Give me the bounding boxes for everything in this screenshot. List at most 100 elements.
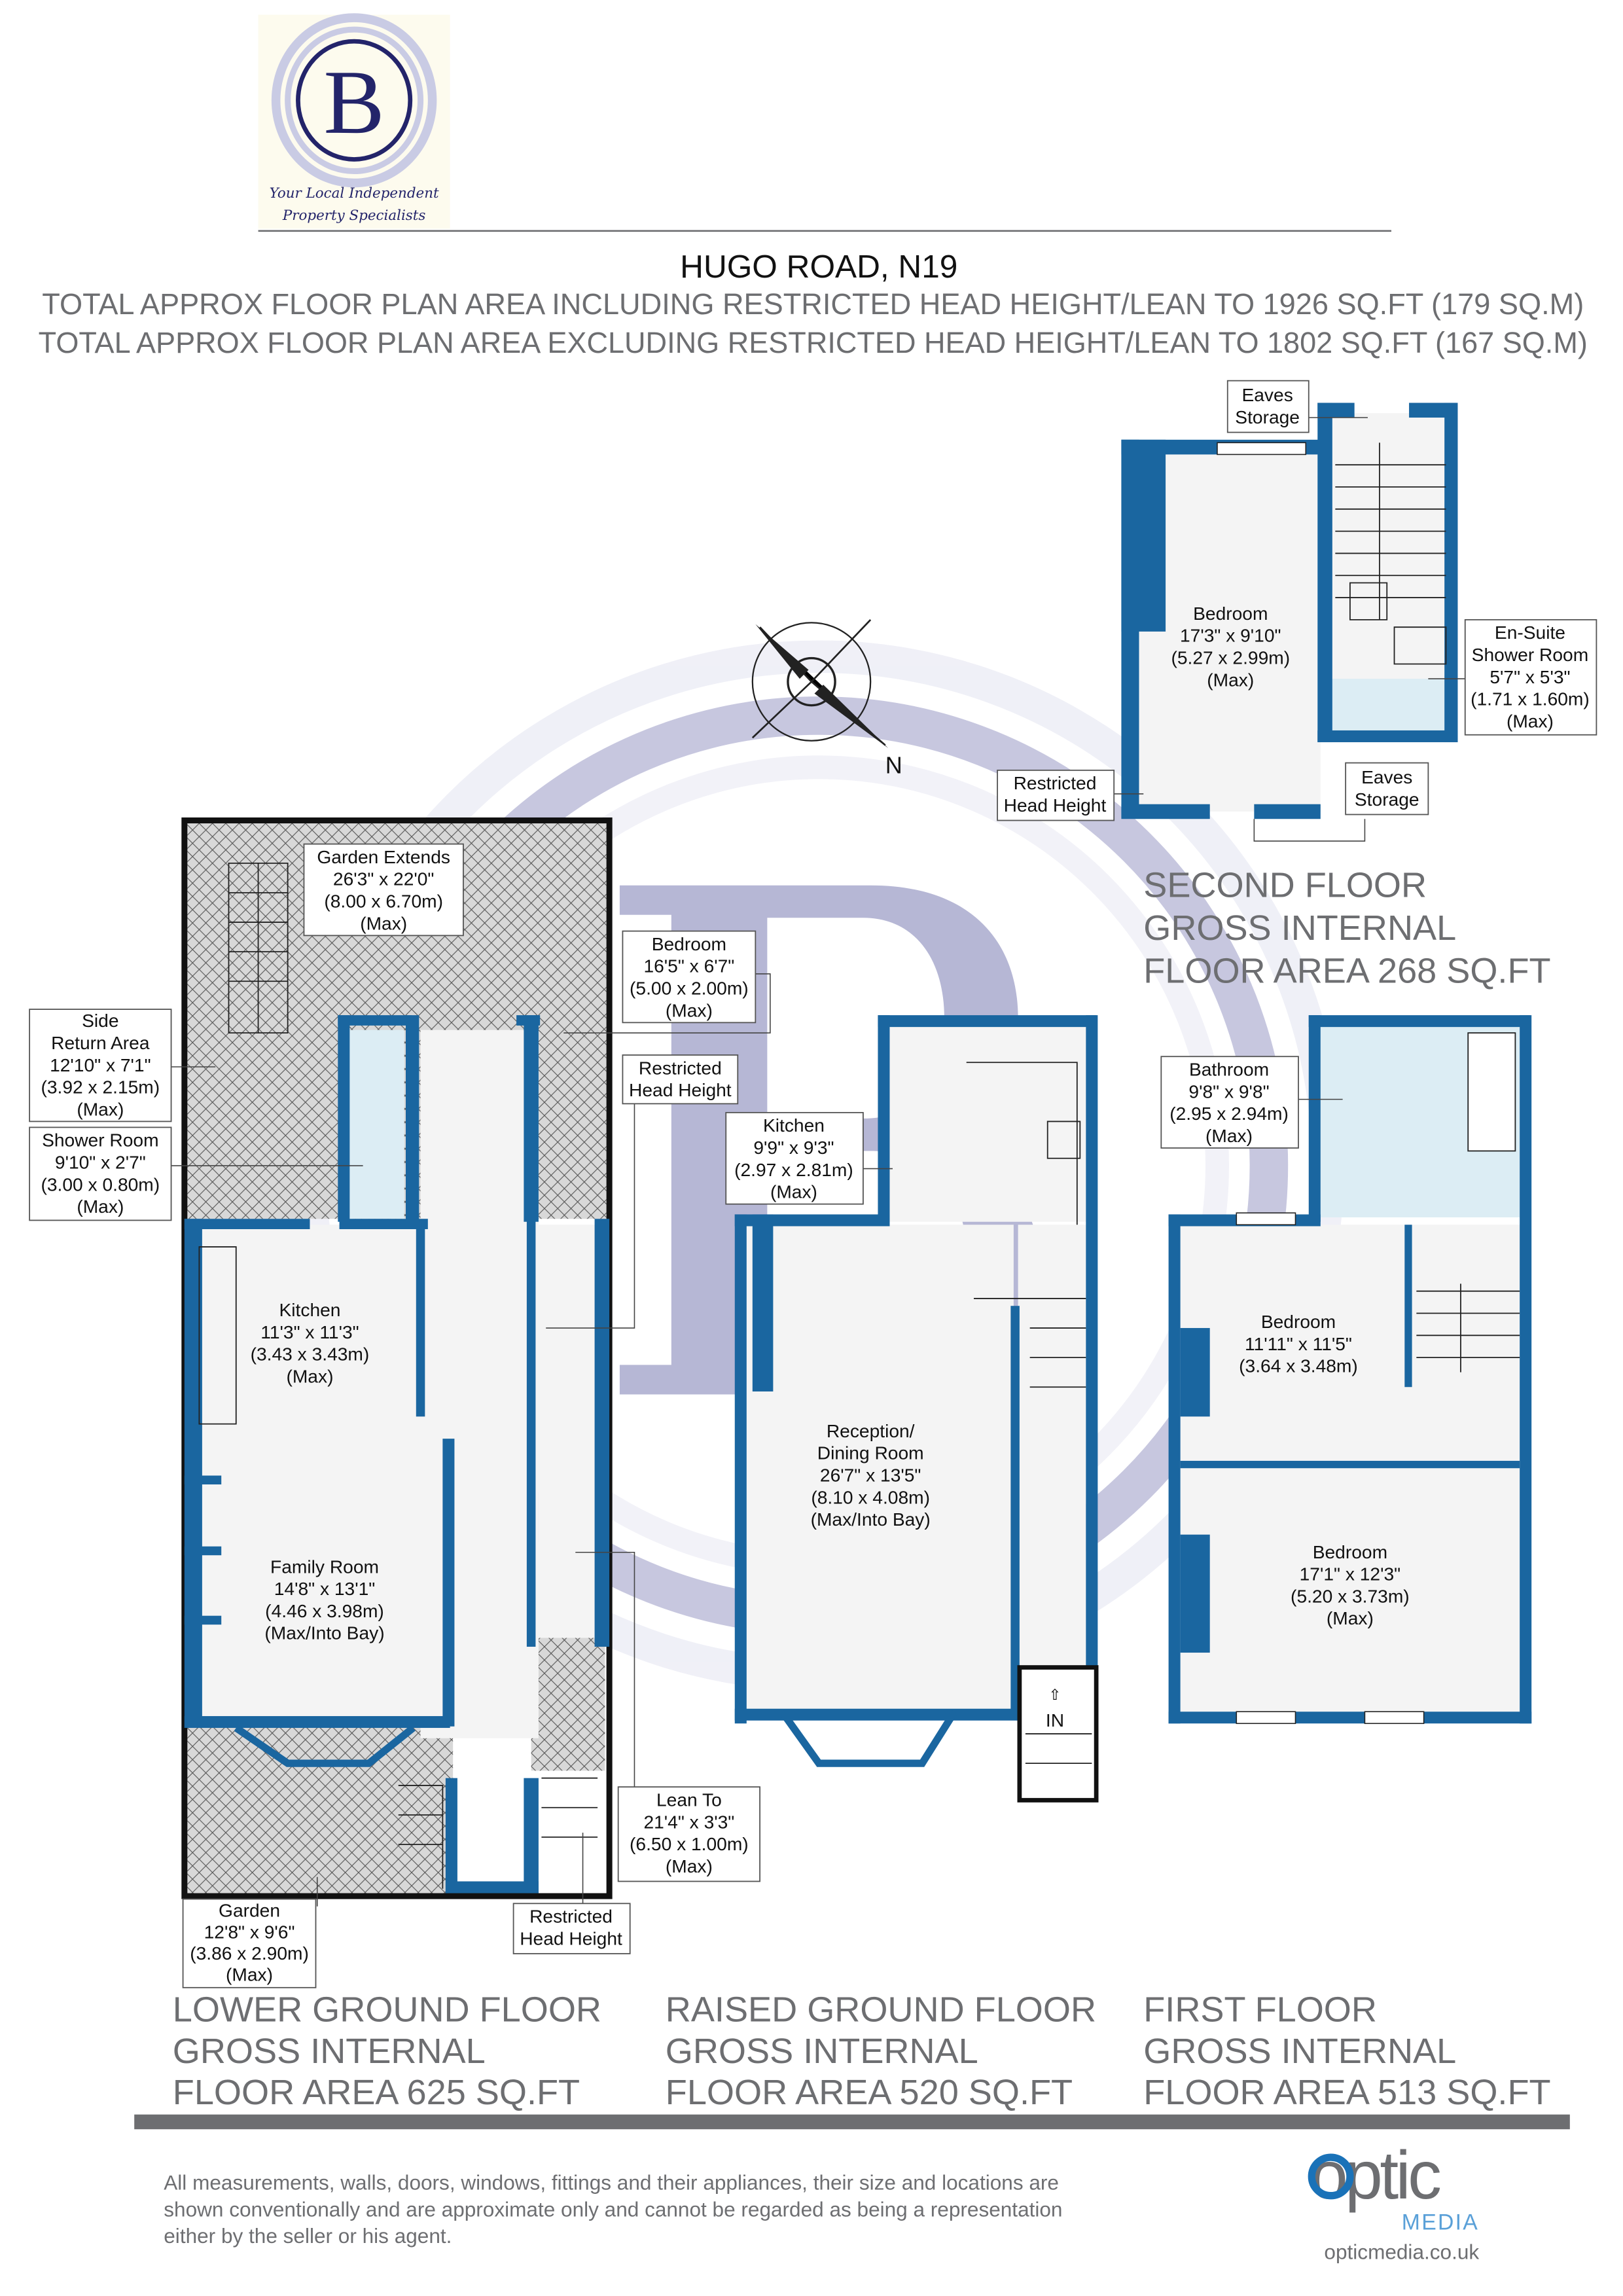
garden-extends-label-box (303, 843, 464, 937)
room-label-line: Eaves (1241, 384, 1293, 405)
room-label-line: (Max) (226, 1964, 273, 1985)
room-label-line: either by the seller or his agent. (164, 2224, 452, 2248)
room-label-line: (5.00 x 2.00m) (630, 978, 749, 999)
room-label-line: (2.97 x 2.81m) (734, 1159, 853, 1180)
shower-room-label-box (29, 1126, 172, 1221)
room-label-line: Head Height (1004, 795, 1107, 816)
garden-label-box (182, 1898, 317, 1988)
room-label-line: 12'10" x 7'1" (50, 1054, 151, 1075)
room-label-line: SECOND FLOOR (1143, 866, 1427, 905)
room-label-line: (Max) (77, 1196, 124, 1217)
room-label-line: 17'3" x 9'10" (1180, 625, 1281, 646)
room-label-line: (2.95 x 2.94m) (1169, 1103, 1289, 1124)
restricted-head-height-label-box (622, 1054, 739, 1105)
room-label-line: Kitchen (279, 1299, 340, 1320)
second-floor-bedroom-label: Bedroom 17'3" x 9'10" (5.27 x 2.99m) (Ma… (1171, 603, 1290, 690)
room-label-line: (Max) (286, 1365, 333, 1386)
raised-ground-floor-plan: Kitchen 9'9" x 9'3" (2.97 x 2.81m) (Max)… (725, 1015, 1099, 1803)
room-label-line: FLOOR AREA 625 SQ.FT (173, 2073, 580, 2112)
room-label-line: (3.86 x 2.90m) (190, 1943, 309, 1964)
room-label-line: GROSS INTERNAL (173, 2032, 486, 2071)
room-label-line: (5.27 x 2.99m) (1171, 647, 1290, 668)
room-label-line: 5'7" x 5'3" (1489, 666, 1570, 687)
room-label-line: RAISED GROUND FLOOR (666, 1990, 1096, 2030)
room-label-line: (8.00 x 6.70m) (324, 891, 443, 912)
restricted-head-height-label-box (512, 1903, 631, 1954)
logo-letter: B (323, 52, 384, 153)
room-label-line: (Max/Into Bay) (264, 1623, 384, 1643)
room-label-line: All measurements, walls, doors, windows,… (164, 2171, 1059, 2195)
page-title: HUGO ROAD, N19 (680, 248, 957, 285)
room-label-line: Head Height (629, 1079, 732, 1100)
room-label-line: (Max/Into Bay) (811, 1509, 931, 1530)
lower-bedroom-label-box (622, 930, 757, 1024)
room-label-line: Garden (219, 1900, 280, 1921)
room-label-line: 17'1" x 12'3" (1300, 1564, 1401, 1585)
room-label-line: Lean To (656, 1789, 722, 1810)
room-label-line: FLOOR AREA 268 SQ.FT (1143, 951, 1550, 990)
room-label-line: FLOOR AREA 513 SQ.FT (1143, 2073, 1550, 2112)
logo-tagline: Property Specialists (282, 207, 426, 224)
room-label-line: (3.92 x 2.15m) (41, 1077, 160, 1098)
lower-kitchen-label: Kitchen 11'3" x 11'3" (3.43 x 3.43m) (Ma… (251, 1299, 370, 1386)
room-label-line: 16'5" x 6'7" (643, 956, 734, 977)
lean-to-label-box (617, 1786, 760, 1882)
room-label-line: GROSS INTERNAL (1143, 2032, 1456, 2071)
raised-kitchen-label-box (725, 1111, 864, 1205)
room-label-line: Head Height (520, 1928, 622, 1948)
first-floor-caption: FIRST FLOOR GROSS INTERNAL FLOOR AREA 51… (1143, 1990, 1550, 2112)
room-label-line: GROSS INTERNAL (1143, 908, 1456, 948)
room-label-line: Kitchen (763, 1115, 825, 1136)
second-floor-plan: Eaves Storage Bedroom 17'3" x 9'10" (5.2… (997, 380, 1597, 842)
room-label-line: 11'11" x 11'5" (1245, 1333, 1352, 1354)
room-label-line: (3.43 x 3.43m) (251, 1344, 370, 1365)
room-label-line: Garden Extends (317, 846, 450, 867)
room-label-line: Bedroom (1261, 1311, 1336, 1332)
optic-media-url[interactable]: opticmedia.co.uk (1324, 2240, 1479, 2264)
ensuite-label-box (1464, 619, 1597, 736)
bath-icon (1467, 1032, 1516, 1152)
room-label-line: 14'8" x 13'1" (274, 1578, 376, 1599)
room-label-line: 21'4" x 3'3" (643, 1811, 734, 1832)
agency-logo: B Your Local Independent Property Specia… (258, 13, 450, 229)
first-floor-bedroom-1-label: Bedroom 11'11" x 11'5" (3.64 x 3.48m) (1239, 1311, 1358, 1376)
room-label-line: Storage (1235, 406, 1300, 427)
room-label-line: (4.46 x 3.98m) (265, 1600, 384, 1621)
room-label-line: (Max) (77, 1098, 124, 1119)
total-area-excluding: TOTAL APPROX FLOOR PLAN AREA EXCLUDING R… (39, 326, 1588, 359)
room-label-line: Shower Room (42, 1130, 159, 1151)
room-label-line: LOWER GROUND FLOOR (173, 1990, 601, 2030)
room-label-line: Side (82, 1010, 118, 1031)
room-label-line: (1.71 x 1.60m) (1471, 689, 1590, 709)
compass-rose-icon: N (751, 619, 902, 778)
disclaimer: All measurements, walls, doors, windows,… (164, 2171, 1062, 2248)
room-label-line: Restricted (529, 1906, 613, 1927)
north-label: N (885, 751, 902, 778)
eaves-storage-label-box (1226, 380, 1310, 433)
room-label-line: Bedroom (1193, 603, 1268, 624)
room-label-line: (Max) (666, 1856, 713, 1876)
room-label-line: (Max) (360, 912, 407, 933)
room-label-line: Return Area (51, 1032, 150, 1053)
lower-ground-floor-plan: Garden Extends 26'3" x 22'0" (8.00 x 6.7… (29, 817, 771, 1988)
room-label-line: (6.50 x 1.00m) (630, 1833, 749, 1854)
reception-label: Reception/ Dining Room 26'7" x 13'5" (8.… (811, 1420, 931, 1530)
optic-media-logo: optic MEDIA opticmedia.co.uk (1308, 2137, 1479, 2264)
second-floor-caption: SECOND FLOOR GROSS INTERNAL FLOOR AREA 2… (1143, 866, 1550, 991)
room-label-line: 11'3" x 11'3" (260, 1321, 359, 1342)
room-label-line: (Max) (1327, 1607, 1374, 1628)
raised-ground-caption: RAISED GROUND FLOOR GROSS INTERNAL FLOOR… (666, 1990, 1096, 2112)
room-label-line: (Max) (666, 999, 713, 1020)
room-label-line: En-Suite (1495, 622, 1565, 643)
room-label-line: 26'3" x 22'0" (333, 869, 435, 889)
room-label-line: Bedroom (1313, 1541, 1387, 1562)
room-label-line: 9'8" x 9'8" (1188, 1081, 1269, 1102)
room-label-line: (3.64 x 3.48m) (1239, 1355, 1358, 1376)
media-wordmark: MEDIA (1402, 2210, 1479, 2235)
entrance-arrow-icon: ⇧ (1049, 1687, 1061, 1703)
room-label-line: (5.20 x 3.73m) (1291, 1585, 1410, 1606)
room-label-line: Restricted (639, 1057, 722, 1078)
room-label-line: Bedroom (652, 933, 726, 954)
room-label-line: 26'7" x 13'5" (820, 1465, 921, 1486)
